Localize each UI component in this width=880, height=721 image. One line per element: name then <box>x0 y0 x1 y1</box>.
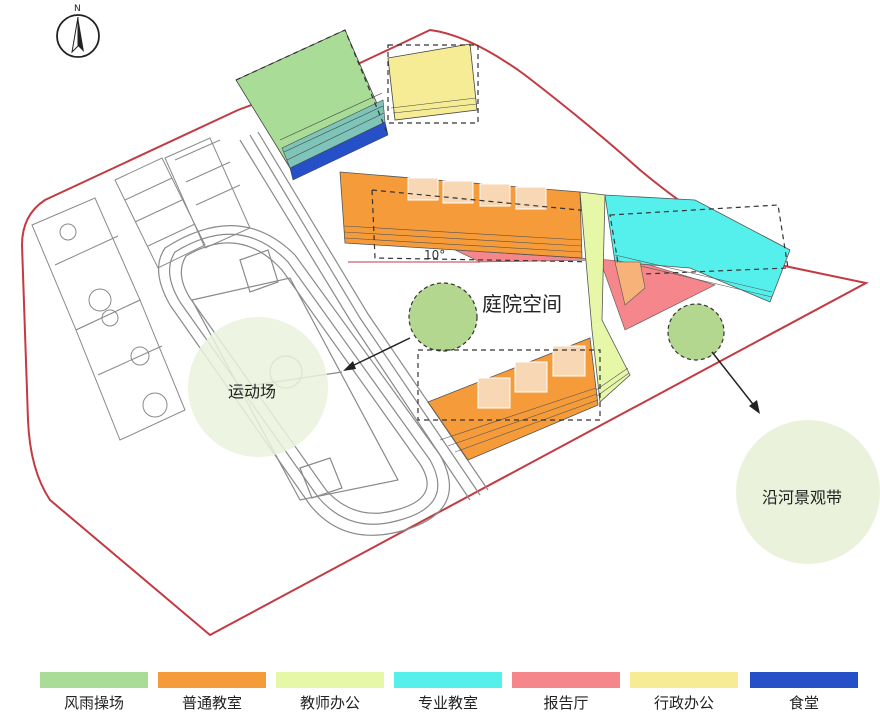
lower-classroom-block <box>417 337 601 461</box>
sports-field-label: 运动场 <box>228 382 277 401</box>
basketball-courts <box>31 197 186 441</box>
legend-label: 风雨操场 <box>63 694 124 712</box>
courtyard-label: 庭院空间 <box>482 292 562 316</box>
legend-label: 行政办公 <box>653 694 714 712</box>
courtyard-circle-1 <box>408 282 478 352</box>
legend: 风雨操场 普通教室 教师办公 专业教室 报告厅 行政办公 食堂 <box>0 672 880 712</box>
angle-label: 10° <box>424 248 445 262</box>
legend-swatch <box>630 672 738 688</box>
arrow-to-river-belt <box>711 351 760 414</box>
courtyard-circle-2 <box>667 303 725 361</box>
legend-label: 普通教室 <box>181 694 242 712</box>
arrow-to-sports-field <box>343 337 411 371</box>
legend-label: 报告厅 <box>543 694 589 712</box>
legend-item-teacher-office: 教师办公 <box>276 672 384 712</box>
legend-item-canteen: 食堂 <box>750 672 858 712</box>
compass-label: N <box>74 4 81 14</box>
river-belt-label: 沿河景观带 <box>762 488 843 507</box>
legend-swatch <box>512 672 620 688</box>
legend-item-gym: 风雨操场 <box>40 672 148 712</box>
legend-swatch <box>158 672 266 688</box>
legend-item-classroom: 普通教室 <box>158 672 266 712</box>
legend-swatch <box>394 672 502 688</box>
sports-field-circle <box>188 317 328 457</box>
legend-swatch <box>40 672 148 688</box>
legend-swatch <box>750 672 858 688</box>
legend-item-specialist-classroom: 专业教室 <box>394 672 502 712</box>
gym-building <box>235 29 389 181</box>
legend-item-auditorium: 报告厅 <box>512 672 620 712</box>
legend-swatch <box>276 672 384 688</box>
compass-icon <box>56 14 100 58</box>
legend-item-admin-office: 行政办公 <box>630 672 738 712</box>
upper-classroom-block <box>339 171 601 263</box>
river-belt-circle <box>736 420 880 564</box>
teacher-office-block <box>579 191 631 403</box>
legend-label: 专业教室 <box>417 694 478 712</box>
specialist-classroom-block <box>604 194 791 303</box>
legend-label: 食堂 <box>788 694 819 712</box>
connector-block <box>614 261 646 306</box>
admin-building <box>387 43 479 124</box>
legend-label: 教师办公 <box>299 694 360 712</box>
